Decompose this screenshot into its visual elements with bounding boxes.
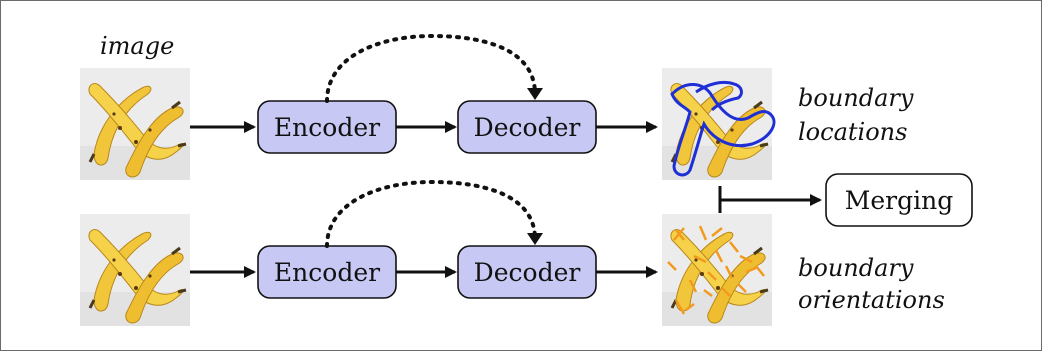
skip-arrowhead-top (527, 88, 543, 100)
output-label-top-line2: locations (798, 118, 907, 146)
merging-label: Merging (845, 186, 953, 215)
merging-block: Merging (825, 173, 973, 227)
image-label: image (100, 32, 174, 60)
boundary-orientations-image (660, 212, 774, 328)
output-label-top-line1: boundary (798, 84, 914, 112)
skip-connection-bottom (325, 179, 537, 248)
decoder-label-top: Decoder (474, 113, 581, 142)
decoder-block-top: Decoder (457, 100, 597, 154)
encoder-label-bottom: Encoder (274, 258, 380, 287)
encoder-block-bottom: Encoder (257, 245, 397, 299)
encoder-block-top: Encoder (257, 100, 397, 154)
input-image-bottom (78, 212, 192, 328)
boundary-locations-image (660, 66, 776, 182)
encoder-label-top: Encoder (274, 113, 380, 142)
output-label-bottom-line2: orientations (798, 286, 945, 314)
decoder-label-bottom: Decoder (474, 258, 581, 287)
decoder-block-bottom: Decoder (457, 245, 597, 299)
input-image-top (78, 66, 192, 182)
output-label-bottom-line1: boundary (798, 254, 914, 282)
skip-connection-top (325, 33, 537, 103)
skip-arrowhead-bottom (527, 233, 543, 245)
